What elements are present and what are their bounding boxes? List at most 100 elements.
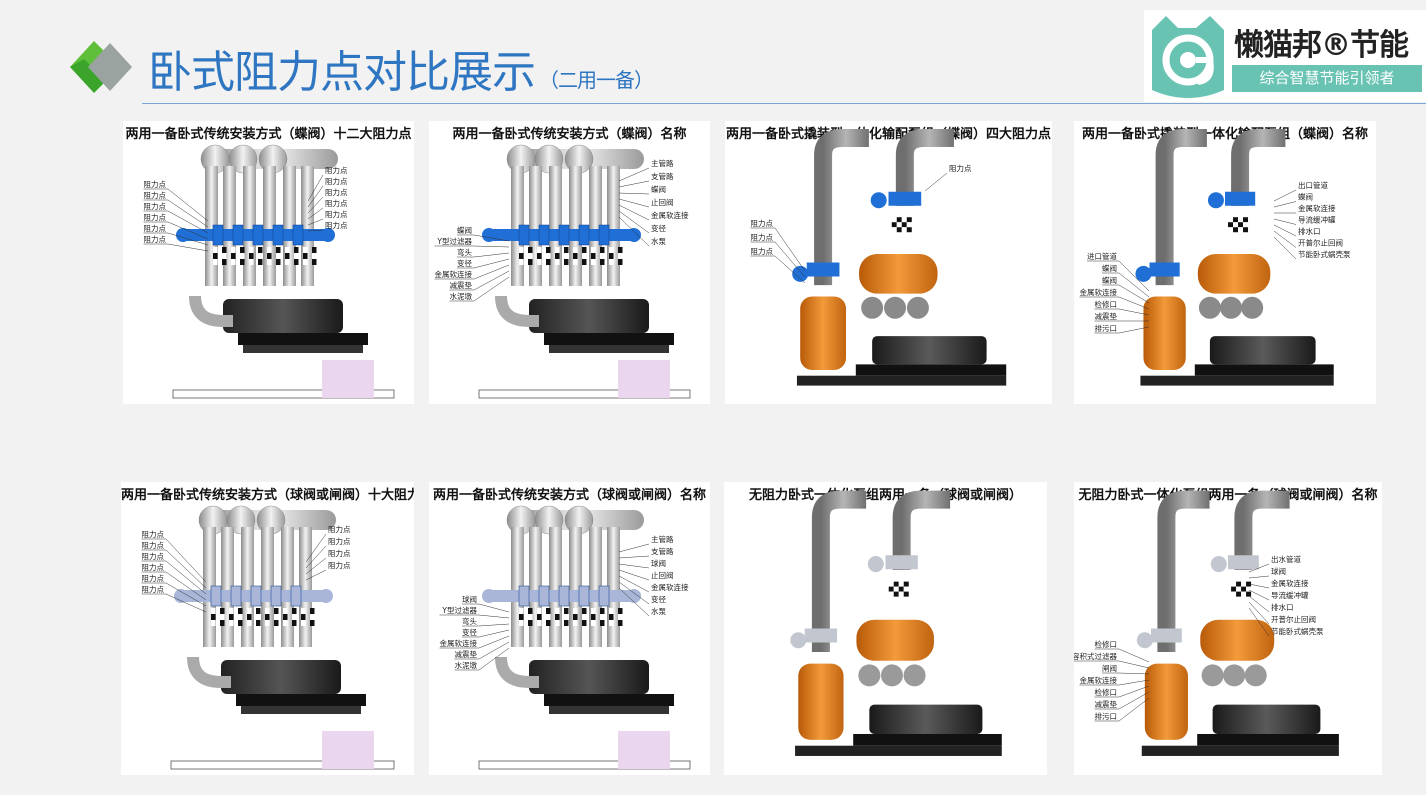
cement-pier: [618, 731, 670, 769]
callout-leader: [478, 629, 510, 638]
callout-label: 球阀: [462, 594, 477, 604]
flex-joint: [220, 608, 225, 614]
valve-body: [578, 585, 590, 607]
callout-leader: [1273, 224, 1297, 237]
callout-leader: [1118, 691, 1150, 710]
flex-joint: [528, 247, 533, 253]
valve-body: [538, 224, 550, 246]
flex-joint: [564, 259, 569, 265]
flex-joint: [618, 247, 623, 253]
outlet-pipe: [1234, 490, 1290, 570]
callout-leader: [167, 232, 209, 246]
valve-handwheel: [319, 589, 333, 603]
flex-joint: [888, 591, 894, 597]
callout-leader: [1118, 660, 1150, 669]
flex-joint: [265, 620, 270, 626]
flex-joint: [555, 620, 560, 626]
pump-motor: [1209, 336, 1316, 365]
flex-joint: [582, 259, 587, 265]
flex-joint: [274, 620, 279, 626]
flex-joint: [898, 581, 904, 587]
flex-joint: [283, 620, 288, 626]
callout-label: 出口管道: [1298, 180, 1328, 190]
callout-leader: [1248, 601, 1270, 625]
flex-joint: [582, 253, 587, 259]
flex-joint: [1231, 591, 1237, 597]
callout-leader: [618, 575, 650, 593]
valve-handwheel: [1207, 192, 1224, 209]
callout-label: 出水管道: [1271, 554, 1301, 564]
callout-leader: [167, 199, 209, 228]
flex-joint: [528, 614, 533, 620]
callout-label: 阻力点: [142, 562, 165, 572]
flex-joint: [546, 614, 551, 620]
base-frame: [796, 375, 1007, 386]
flex-joint: [600, 247, 605, 253]
flex-joint: [519, 614, 524, 620]
callout-label: 阻力点: [328, 536, 351, 546]
flex-joint: [267, 253, 272, 259]
flex-joint: [1243, 227, 1249, 233]
concrete-base: [478, 389, 691, 399]
outlet-pipe: [892, 490, 951, 570]
callout-leader: [1273, 236, 1297, 260]
flex-joint: [1236, 586, 1242, 592]
valve-body: [598, 585, 610, 607]
flex-joint: [519, 253, 524, 259]
callout-label: 金属软连接: [651, 582, 689, 592]
callout-label: 闸阀: [1102, 664, 1117, 673]
flex-joint: [1243, 222, 1249, 228]
panel-title: 两用一备卧式传统安装方式（球阀或闸阀）十大阻力点: [121, 488, 414, 503]
callout-label: 变径: [457, 258, 472, 268]
pump-skid: [853, 733, 1002, 746]
callout-label: 金属软连接: [440, 638, 478, 648]
callout-leader: [165, 593, 207, 613]
callout-leader: [307, 185, 324, 208]
flex-joint: [903, 586, 909, 592]
flex-joint: [573, 614, 578, 620]
callout-label: 阻力点: [325, 176, 348, 186]
pump-skid: [544, 694, 674, 706]
callout-label: 阻力点: [328, 560, 351, 570]
flex-joint: [211, 620, 216, 626]
callout-leader: [1118, 679, 1150, 686]
valve-body: [578, 224, 590, 246]
callout-label: 阻力点: [142, 540, 165, 550]
flex-joint: [301, 608, 306, 614]
base-frame: [1140, 375, 1334, 386]
callout-label: 减震垫: [1095, 699, 1118, 709]
callout-leader: [305, 545, 327, 569]
flex-joint: [546, 247, 551, 253]
flex-joint: [1233, 227, 1239, 233]
flex-joint: [1236, 591, 1242, 597]
flex-joint: [618, 614, 623, 620]
flex-joint: [1238, 227, 1244, 233]
flex-joint: [1233, 222, 1239, 228]
callout-label: 阻力点: [328, 548, 351, 558]
callout-label: 阻力点: [325, 198, 348, 208]
check-valve: [884, 296, 907, 319]
callout-leader: [1273, 201, 1297, 208]
callout-leader: [165, 560, 207, 595]
callout-label: 金属软连接: [435, 269, 473, 279]
flex-joint: [229, 614, 234, 620]
callout-leader: [473, 258, 510, 269]
callout-label: 变径: [462, 627, 477, 637]
flex-joint: [1228, 227, 1234, 233]
flex-joint: [591, 253, 596, 259]
pump-frame: [549, 345, 669, 353]
flex-joint: [240, 253, 245, 259]
callout-leader: [1273, 230, 1297, 248]
flex-joint: [896, 222, 902, 228]
callout-label: 变径: [651, 594, 666, 604]
branch-pipe: [569, 166, 582, 286]
valve-handwheel: [867, 556, 884, 573]
callout-leader: [618, 581, 650, 605]
callout-label: 主管路: [651, 158, 674, 168]
panel-traditional-ball-resistance: 两用一备卧式传统安装方式（球阀或闸阀）十大阻力点 阻力点阻力点阻力点阻力点阻力点…: [121, 482, 414, 775]
callout-leader: [1118, 672, 1150, 675]
callout-label: 阻力点: [328, 524, 351, 534]
callout-leader: [1118, 260, 1150, 292]
callout-label: 节能卧式蜗壳泵: [1298, 249, 1351, 259]
